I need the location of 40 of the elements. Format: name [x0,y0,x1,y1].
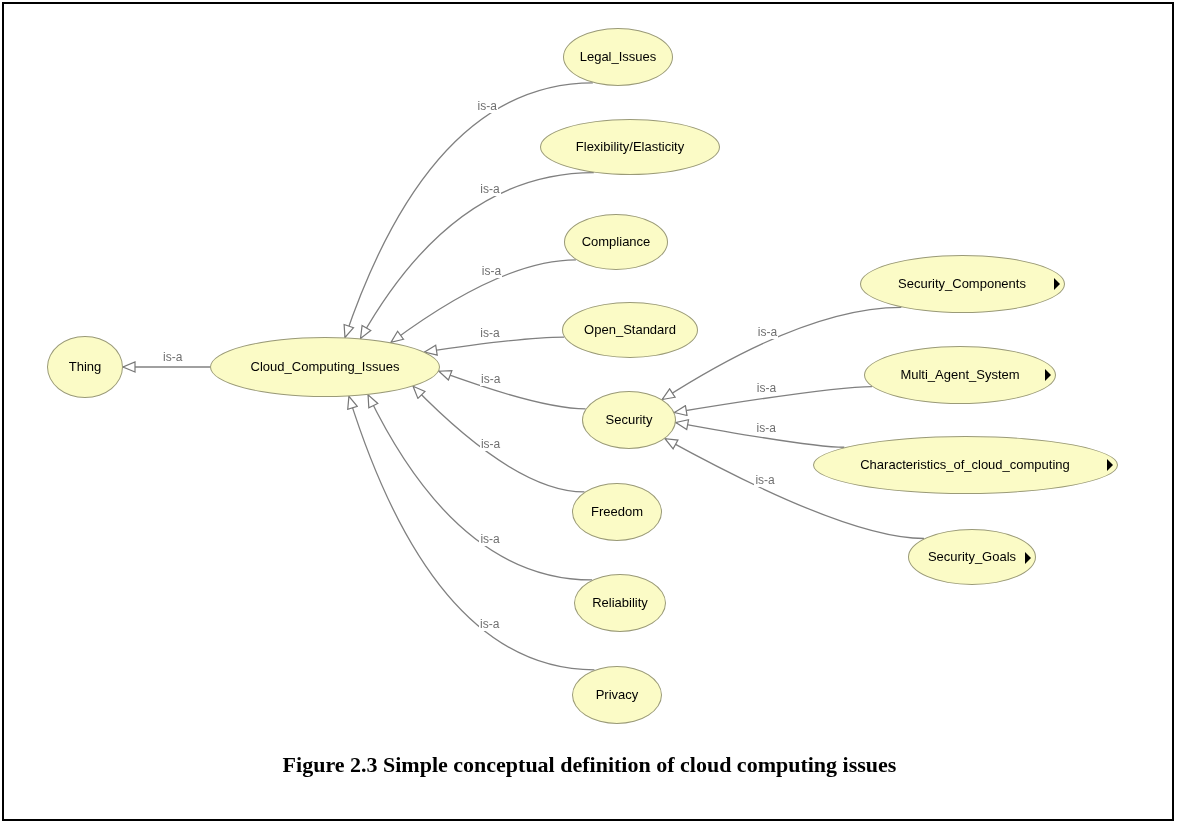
edge-label: is-a [479,437,502,451]
is-a-arrow [438,369,587,410]
class-name: Open_Standard [584,321,676,340]
edge-label: is-a [480,372,502,386]
class-ellipse [210,337,440,397]
is-a-arrow [673,385,873,417]
is-a-arrow [367,394,593,581]
class-name: Characteristics_of_cloud_computing [860,456,1070,475]
edge-label: is-a [476,99,498,113]
edge-label: is-a [162,351,184,364]
class-name: Legal_Issues [579,48,657,67]
class-name: Reliability [592,594,648,613]
is-a-arrow [122,361,211,373]
class-name: Compliance [581,233,651,252]
class-name: Privacy [595,686,639,705]
is-a-arrow [390,259,577,344]
edge-label: is-a [479,532,501,546]
class-ellipse [582,391,676,449]
class-name: Security_Components [898,275,1026,294]
class-name: Multi_Agent_System [900,366,1020,385]
is-a-arrow [343,82,594,339]
is-a-arrow [347,395,596,671]
class-name: Flexibility/Elasticity [575,138,685,157]
edge-label: is-a [479,618,501,632]
class-name: Security_Goals [927,548,1017,567]
class-name: Thing [68,358,102,377]
edge-label: is-a [754,473,776,487]
edge-label: is-a [479,326,501,340]
class-name: Freedom [591,503,643,522]
is-a-arrow [675,419,845,448]
is-a-arrow [661,306,902,401]
is-a-arrow [423,336,565,356]
is-a-arrow [412,385,586,493]
edge-label: is-a [479,183,501,197]
is-a-arrow [664,438,925,540]
edge-label: is-a [480,265,503,279]
edge-label: is-a [756,325,779,339]
class-name: Cloud_Computing_Issues [250,358,400,377]
figure-caption: Figure 2.3 Simple conceptual definition of cloud computing issues [281,751,898,779]
class-name: Security [605,411,653,430]
